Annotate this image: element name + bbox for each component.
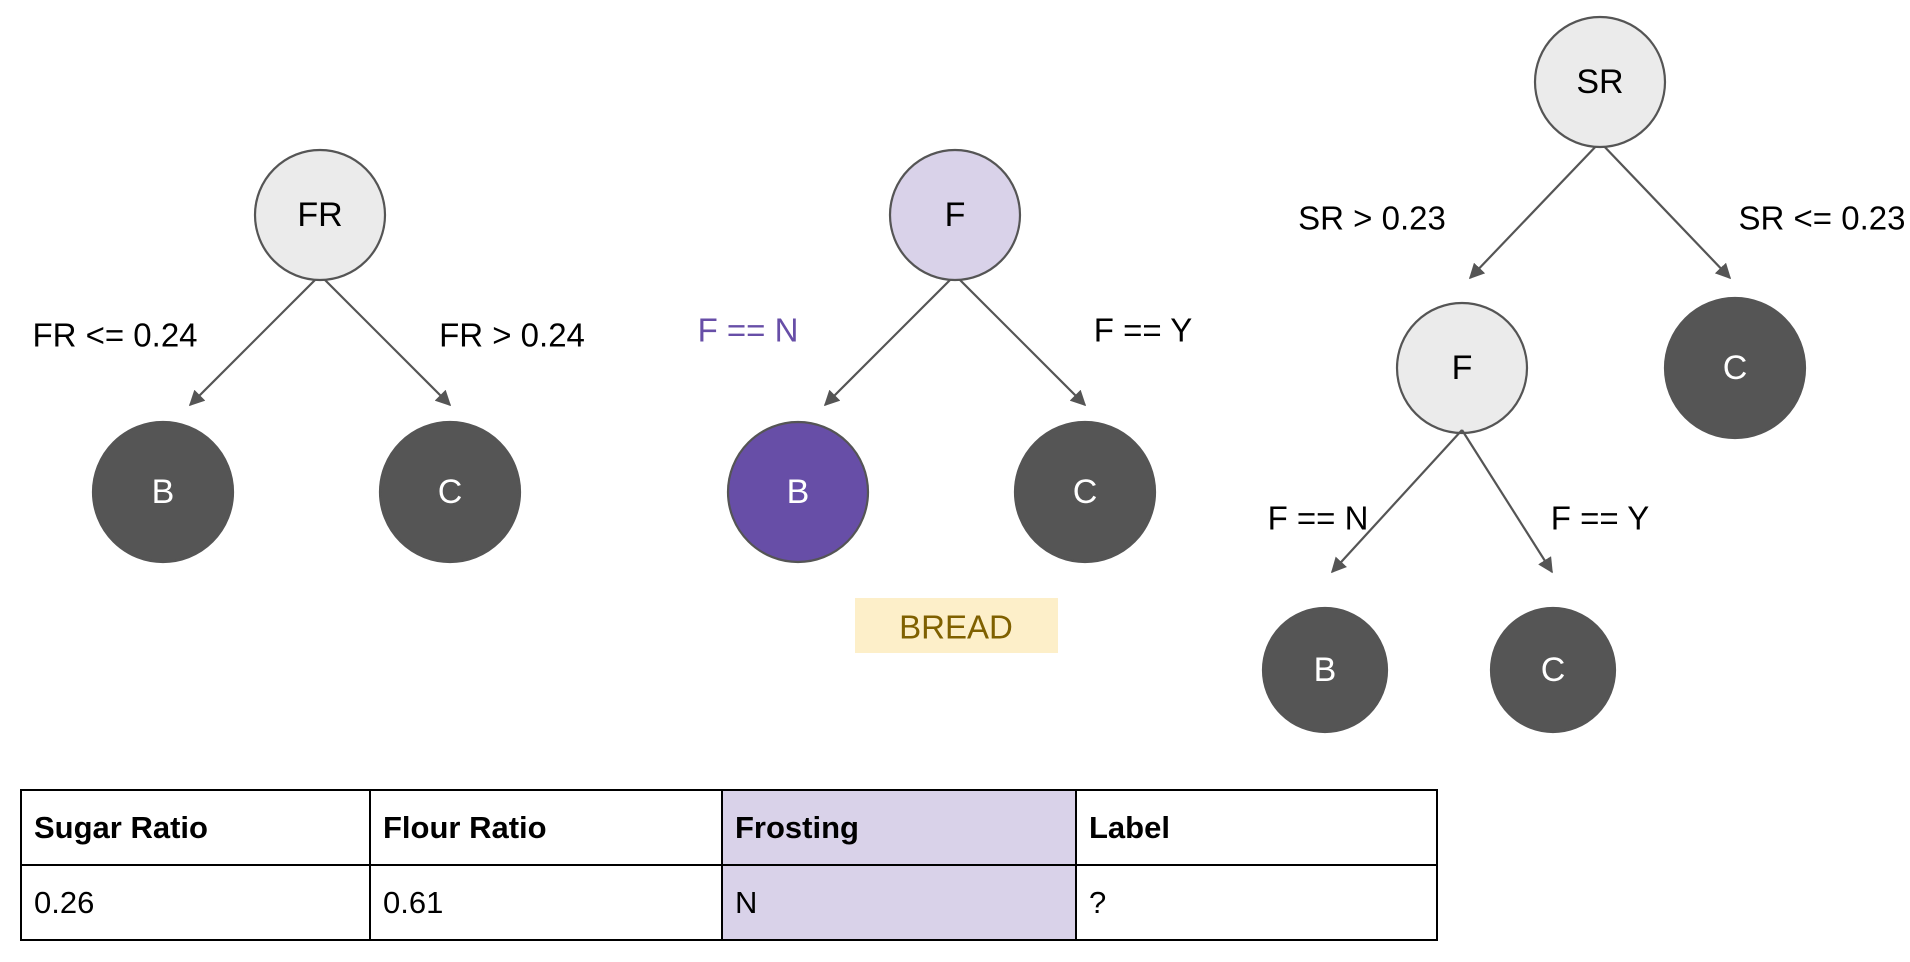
node-sr-mid-f-label: F [1452,349,1473,387]
cell-sugar-ratio: 0.26 [20,864,371,941]
table-header-row: Sugar Ratio Flour Ratio Frosting Label [20,789,1438,866]
edge-srf-right [1461,429,1553,574]
node-sr-leaf-b[interactable] [1261,606,1389,734]
tree-flour-ratio: FR FR <= 0.24 FR > 0.24 B C [32,148,585,564]
tree-sugar-ratio: SR SR > 0.23 SR <= 0.23 F C F == N F == … [1261,15,1906,734]
edge-label-fr-left: FR <= 0.24 [32,317,197,354]
table-row: 0.26 0.61 N ? [20,864,1438,941]
node-sr-mid-f[interactable] [1395,301,1529,435]
node-f-leaf-b[interactable] [726,420,870,564]
edge-label-sr-left: SR > 0.23 [1298,200,1446,237]
node-sr-leaf-c-right-label: C [1723,349,1748,387]
node-f-leaf-b-label: B [787,473,810,511]
node-f-root[interactable] [888,148,1022,282]
node-fr-leaf-b-label: B [152,473,175,511]
edge-label-srf-left: F == N [1268,500,1369,537]
edge-label-sr-right: SR <= 0.23 [1739,200,1906,237]
cell-label: ? [1075,864,1438,941]
edge-label-f-right: F == Y [1094,312,1192,349]
node-fr-leaf-c-label: C [438,473,463,511]
sample-table: Sugar Ratio Flour Ratio Frosting Label 0… [20,789,1438,941]
node-fr-leaf-b[interactable] [91,420,235,564]
node-sr-leaf-c-bottom-label: C [1541,651,1566,689]
node-fr-leaf-c[interactable] [378,420,522,564]
node-sr-root-label: SR [1576,63,1623,101]
node-f-leaf-c[interactable] [1013,420,1157,564]
node-f-root-label: F [945,196,966,234]
node-f-leaf-c-label: C [1073,473,1098,511]
edge-label-f-left: F == N [698,312,799,349]
node-fr-root-label: FR [297,196,342,234]
edge-fr-left [188,274,321,407]
edge-sr-left [1468,141,1601,280]
sample-table-wrap: Sugar Ratio Flour Ratio Frosting Label 0… [20,789,1438,941]
node-sr-leaf-c-right[interactable] [1663,296,1807,440]
node-sr-leaf-c-bottom[interactable] [1489,606,1617,734]
tree-frosting: F F == N F == Y B C BREAD [698,148,1192,653]
header-sugar-ratio: Sugar Ratio [20,789,371,866]
edge-fr-right [319,274,452,407]
header-frosting: Frosting [721,789,1077,866]
header-label: Label [1075,789,1438,866]
node-sr-root[interactable] [1533,15,1667,149]
cell-frosting: N [721,864,1077,941]
prediction-badge-label: BREAD [899,609,1013,646]
header-flour-ratio: Flour Ratio [369,789,723,866]
edge-f-right [954,274,1087,407]
edge-sr-right [1599,141,1732,280]
edge-label-fr-right: FR > 0.24 [439,317,585,354]
prediction-badge-bg [855,598,1058,653]
node-fr-root[interactable] [253,148,387,282]
edge-label-srf-right: F == Y [1551,500,1649,537]
node-sr-leaf-b-label: B [1314,651,1337,689]
edge-srf-left [1330,429,1463,574]
edge-f-left [823,274,956,407]
cell-flour-ratio: 0.61 [369,864,723,941]
